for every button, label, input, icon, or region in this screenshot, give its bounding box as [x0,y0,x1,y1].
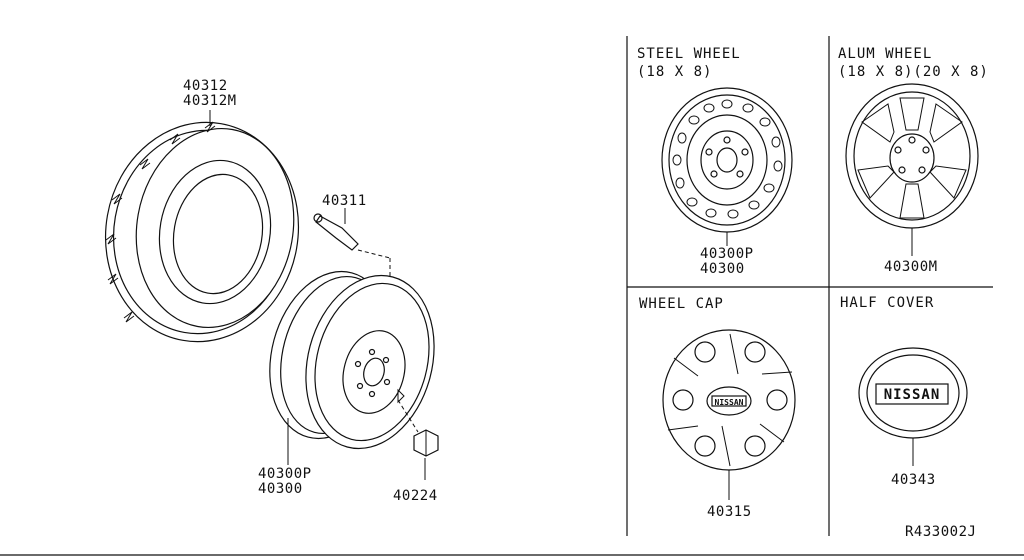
steel-wheel-front-illustration [661,87,793,233]
steel-wheel-part-number: 40300P [258,466,312,482]
alum-wheel-panel-title: ALUM WHEEL [838,46,932,62]
steel-wheel-part-number-alt: 40300 [258,481,303,497]
tire-part-number: 40312 [183,78,228,94]
wheel-cap-panel-title: WHEEL CAP [639,296,724,312]
wheel-cap-part-number: 40315 [707,504,752,520]
lug-nut-part-number: 40224 [393,488,438,504]
steel-wheel-front-part-number-alt: 40300 [700,261,745,277]
diagram-code: R433002J [905,524,976,540]
steel-wheel-panel-title: STEEL WHEEL [637,46,741,62]
tire-part-number-alt: 40312M [183,93,237,109]
panel-grid [0,36,1024,556]
half-cover-emblem-text: NISSAN [884,387,941,403]
steel-wheel-illustration [269,270,435,450]
valve-part-number: 40311 [322,193,367,209]
alum-wheel-part-number: 40300M [884,259,938,275]
steel-wheel-front-part-number: 40300P [700,246,754,262]
alum-wheel-panel-size: (18 X 8)(20 X 8) [838,64,989,80]
wheel-cap-illustration: NISSAN [662,329,796,471]
half-cover-panel-title: HALF COVER [840,295,934,311]
valve-stem-illustration [313,213,359,251]
lug-nut-illustration [413,429,439,457]
half-cover-part-number: 40343 [891,472,936,488]
wheel-cap-emblem-text: NISSAN [715,398,744,407]
steel-wheel-panel-size: (18 X 8) [637,64,712,80]
half-cover-illustration: NISSAN [858,347,968,439]
alum-wheel-illustration [845,83,979,229]
tire-illustration [104,121,300,343]
